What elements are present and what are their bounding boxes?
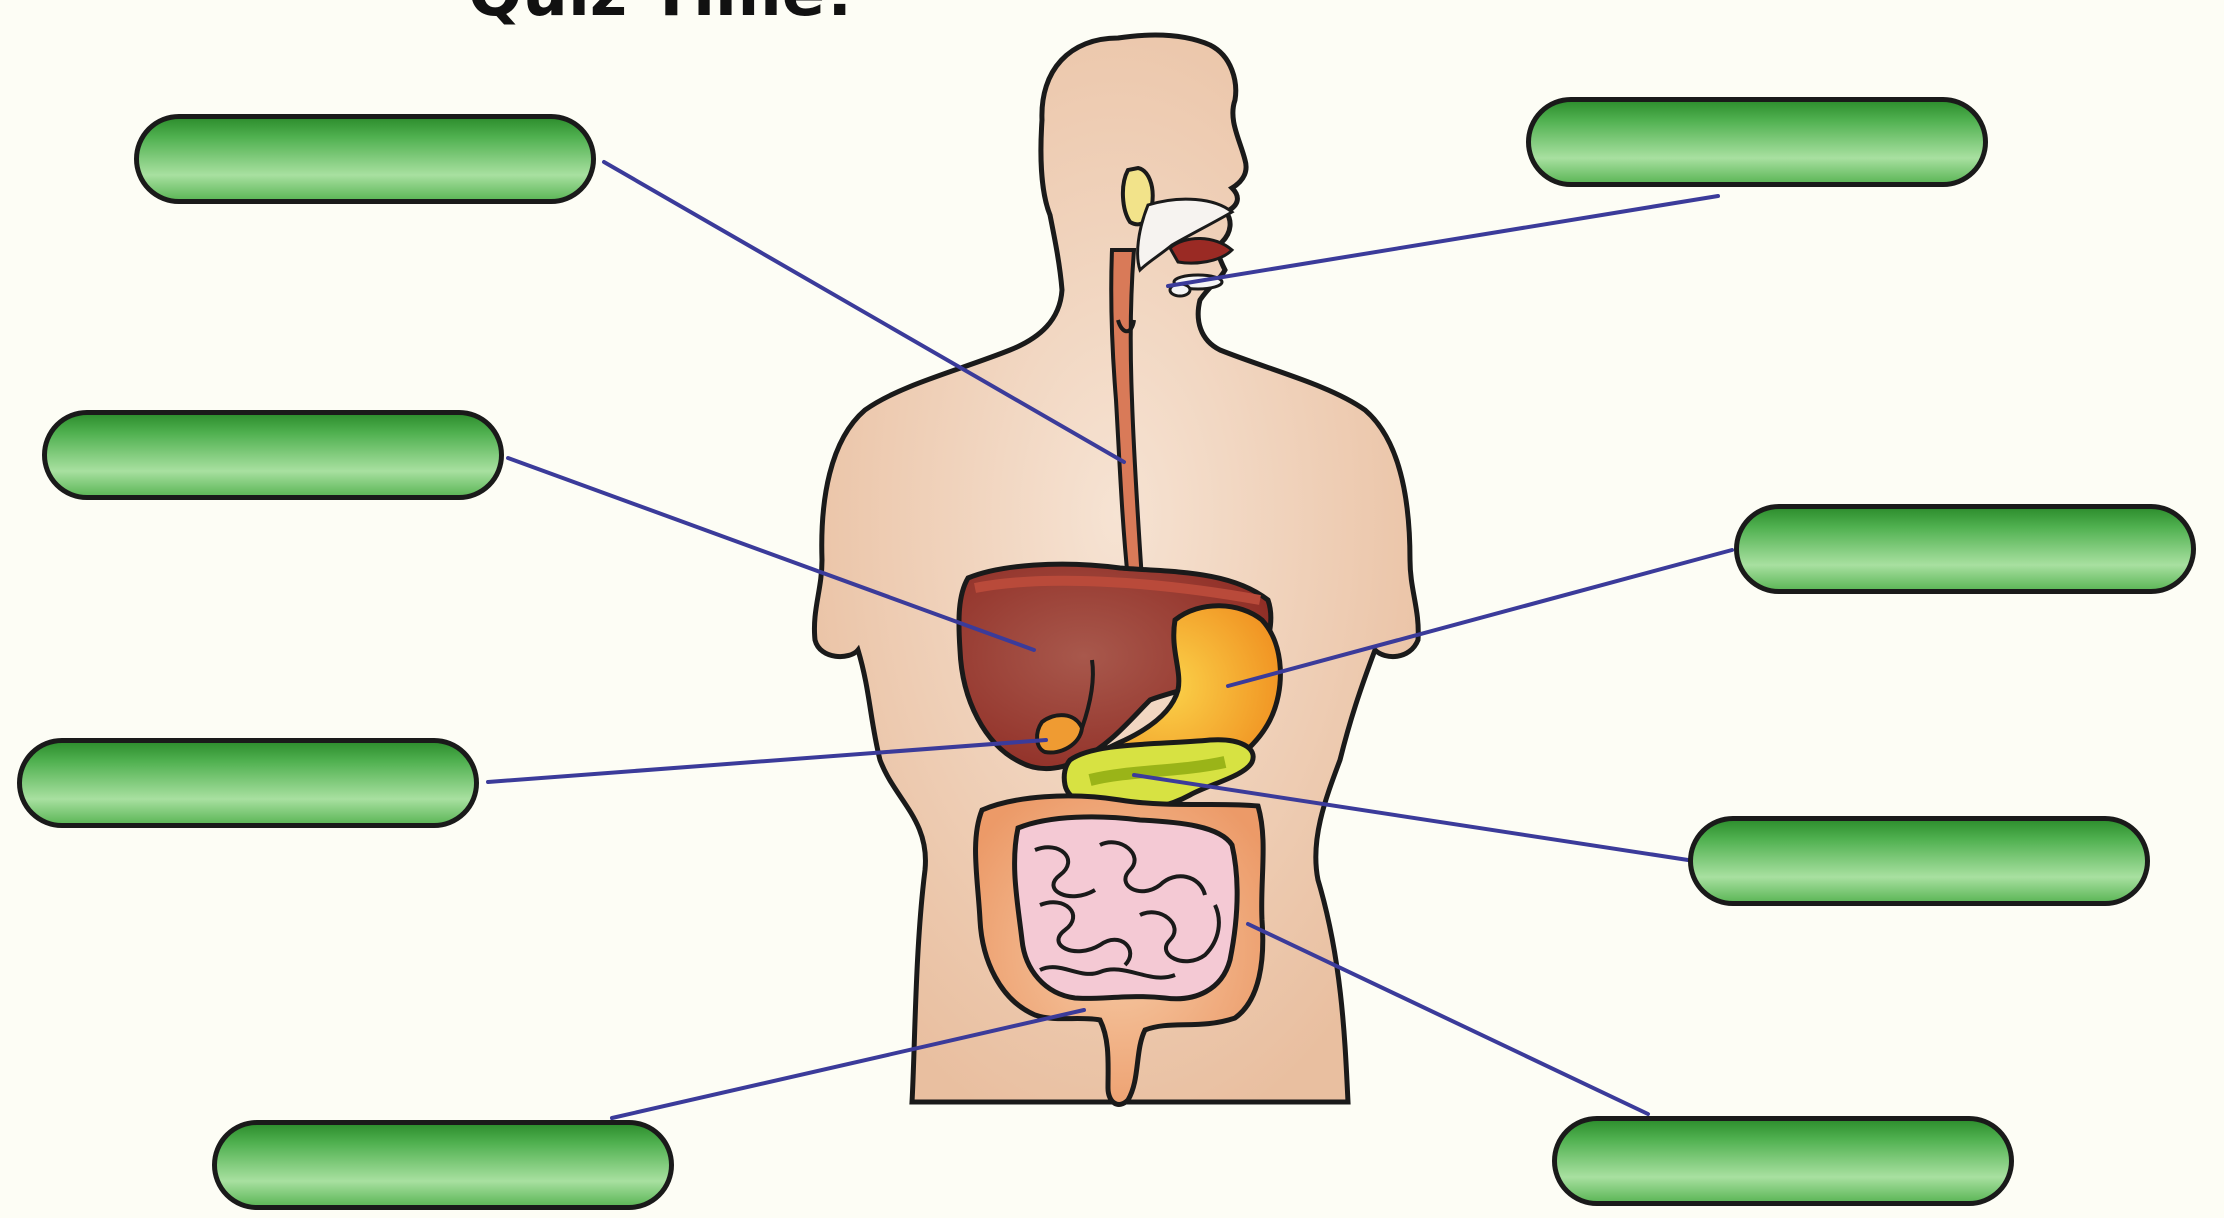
leader-line-mouth bbox=[1168, 196, 1718, 286]
label-box-small-intestine[interactable] bbox=[212, 1120, 674, 1210]
label-box-liver[interactable] bbox=[42, 410, 504, 500]
label-box-stomach[interactable] bbox=[1734, 504, 2196, 594]
label-box-mouth[interactable] bbox=[1526, 97, 1988, 187]
label-box-large-intestine[interactable] bbox=[1552, 1116, 2014, 1206]
page-title: Quiz Time! bbox=[468, 0, 854, 30]
label-box-gall-bladder[interactable] bbox=[17, 738, 479, 828]
label-box-pancreas[interactable] bbox=[1688, 816, 2150, 906]
label-box-esophagus[interactable] bbox=[134, 114, 596, 204]
